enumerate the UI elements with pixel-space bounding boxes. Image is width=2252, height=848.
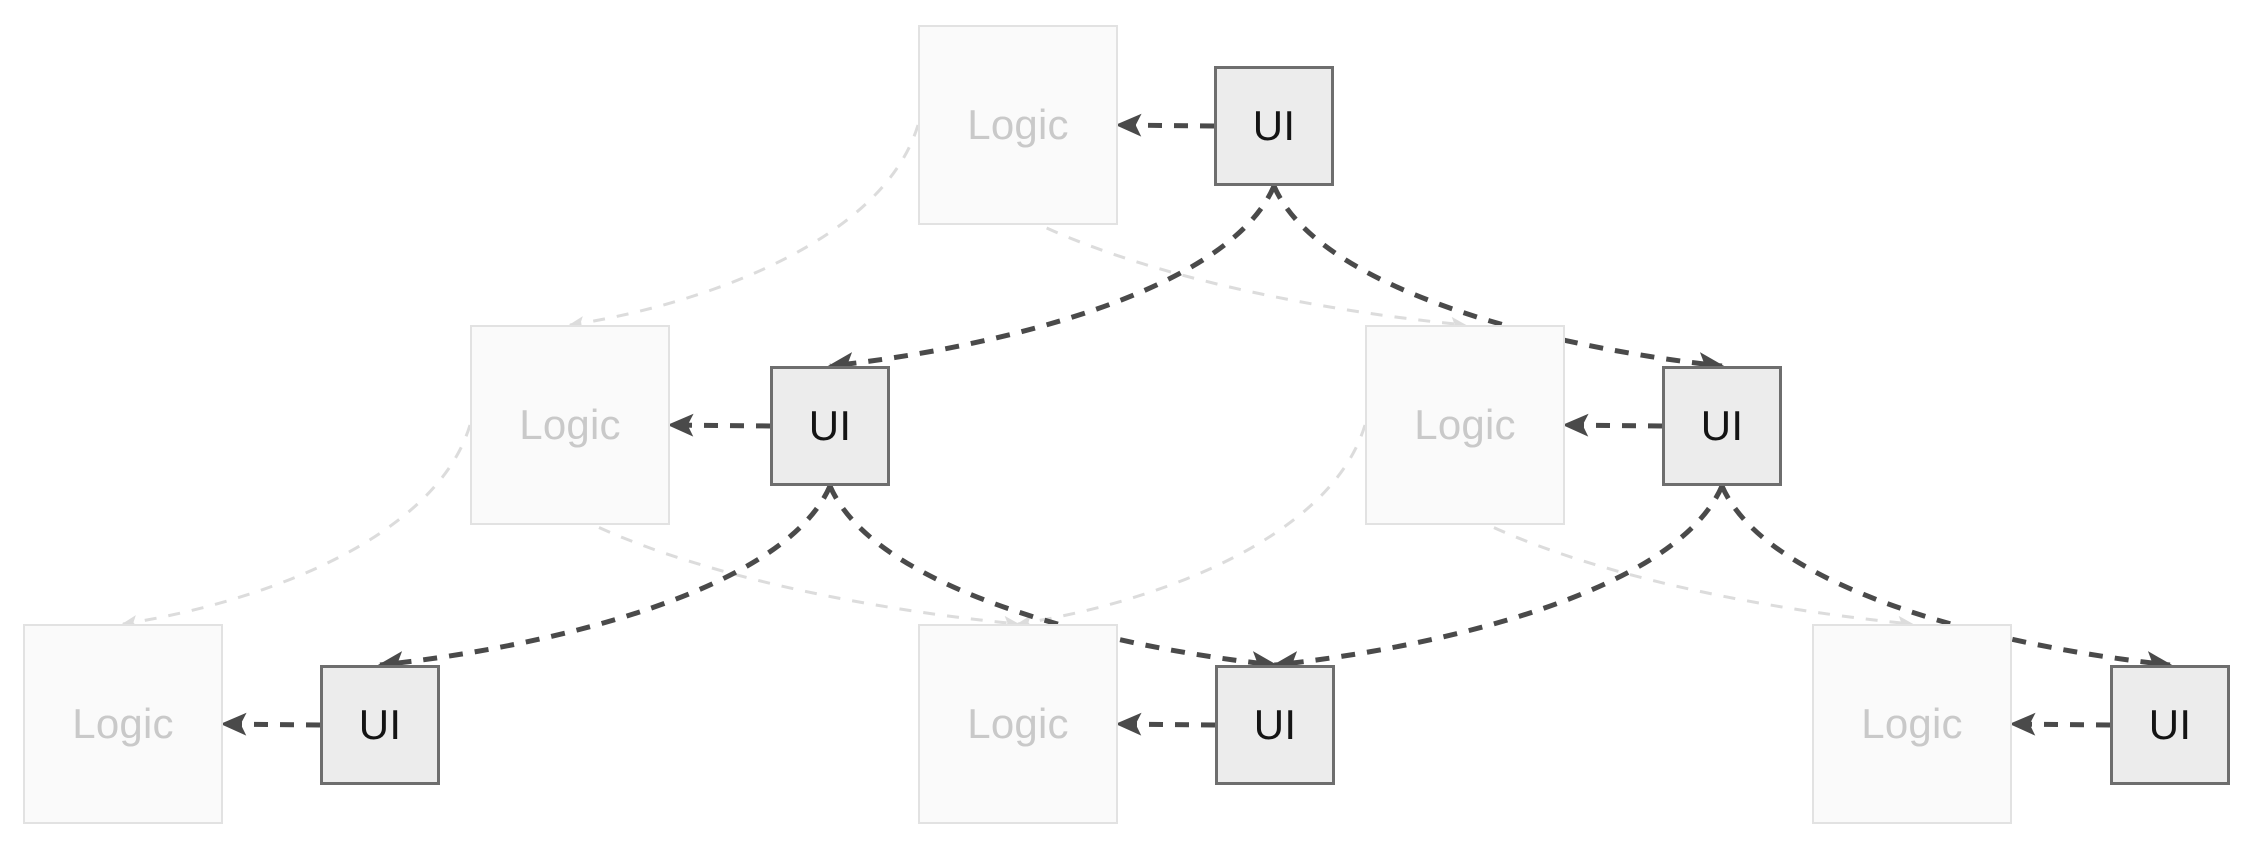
node-logic-ll[interactable]: Logic	[23, 624, 223, 824]
node-label-ui-m: UI	[1253, 701, 1297, 748]
edge-ui-rr-to-logic-rr	[2009, 712, 2111, 736]
node-label-logic-m: Logic	[967, 700, 1069, 747]
node-ui-root[interactable]: UI	[1214, 66, 1334, 186]
node-logic-rr[interactable]: Logic	[1812, 624, 2012, 824]
node-label-ui-l: UI	[808, 402, 852, 449]
node-logic-root[interactable]: Logic	[918, 25, 1118, 225]
node-ui-m[interactable]: UI	[1215, 665, 1335, 785]
node-logic-m[interactable]: Logic	[918, 624, 1118, 824]
node-label-ui-rr: UI	[2148, 701, 2192, 748]
edge-logic-root-to-logic-l	[568, 124, 920, 330]
edge-ui-r-to-ui-m	[1272, 485, 1725, 674]
edge-logic-l-to-logic-ll	[121, 424, 472, 629]
node-logic-l[interactable]: Logic	[470, 325, 670, 525]
node-logic-r[interactable]: Logic	[1365, 325, 1565, 525]
edge-logic-r-to-logic-m	[1016, 424, 1367, 629]
node-label-logic-rr: Logic	[1861, 700, 1963, 747]
node-label-logic-l: Logic	[519, 401, 621, 448]
node-ui-r[interactable]: UI	[1662, 366, 1782, 486]
node-ui-ll[interactable]: UI	[320, 665, 440, 785]
node-ui-rr[interactable]: UI	[2110, 665, 2230, 785]
node-label-logic-r: Logic	[1414, 401, 1516, 448]
node-label-logic-ll: Logic	[72, 700, 174, 747]
edge-ui-root-to-logic-root	[1115, 113, 1215, 137]
edge-ui-m-to-logic-m	[1115, 712, 1216, 736]
edge-ui-l-to-logic-l	[667, 413, 771, 437]
edge-ui-l-to-ui-m	[827, 485, 1278, 674]
edge-ui-root-to-ui-l	[827, 185, 1277, 375]
node-label-ui-r: UI	[1700, 402, 1744, 449]
node-label-ui-ll: UI	[358, 701, 402, 748]
edge-ui-ll-to-logic-ll	[220, 712, 321, 736]
edge-ui-r-to-logic-r	[1562, 413, 1663, 437]
edge-ui-root-to-ui-r	[1271, 185, 1725, 375]
node-label-logic-root: Logic	[967, 101, 1069, 148]
node-label-ui-root: UI	[1252, 102, 1296, 149]
node-ui-l[interactable]: UI	[770, 366, 890, 486]
edge-ui-r-to-ui-rr	[1719, 485, 2173, 674]
edge-ui-l-to-ui-ll	[377, 485, 833, 674]
